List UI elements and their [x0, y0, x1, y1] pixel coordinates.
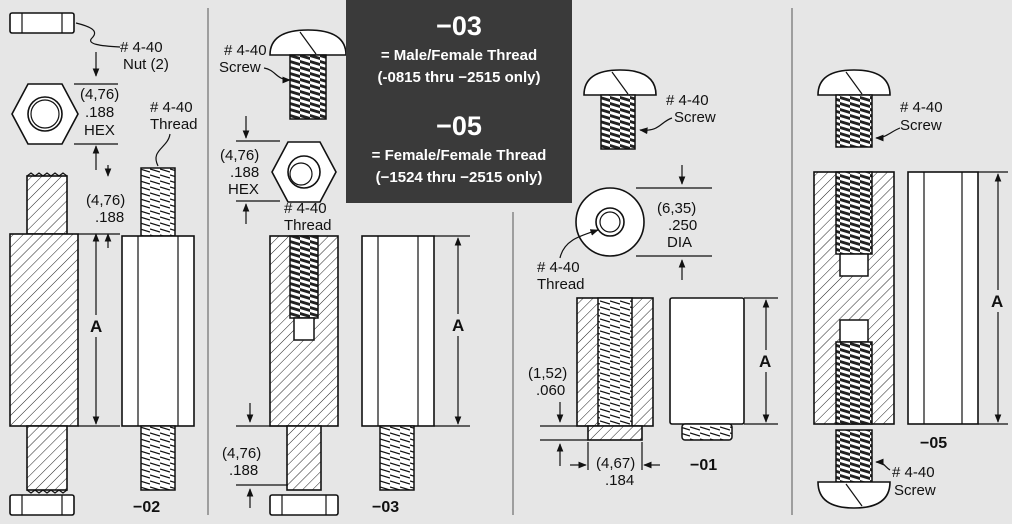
- standoff-03-stud: [286, 425, 322, 491]
- hex-03-thread-num: # 4-40: [284, 200, 327, 217]
- nut-thread-label: # 4-40: [120, 39, 163, 56]
- hex-03-in: .188: [230, 164, 259, 181]
- stud-03-mm: (4,76): [222, 445, 261, 462]
- standoff-03-side-thread: [379, 425, 415, 491]
- standoff-02-thread-top: [140, 167, 176, 237]
- standoff-03-side-body: [361, 235, 435, 427]
- dimension-a-label: A: [90, 317, 102, 336]
- hex-label: HEX: [84, 122, 115, 139]
- screw-05-bottom-thread: [835, 429, 873, 483]
- callout-desc-03: = Male/Female Thread: [381, 47, 537, 64]
- variant-05-label: −05: [920, 435, 947, 452]
- thread-label-text: Thread: [150, 116, 198, 133]
- thread-01-text: Thread: [537, 276, 585, 293]
- thread-01-number: # 4-40: [537, 259, 580, 276]
- stud-03-in: .188: [229, 462, 258, 479]
- standoff-02-thread-bottom: [140, 425, 176, 491]
- standoff-02-stud-bottom: [26, 425, 68, 491]
- bore-mm: (4,67): [596, 455, 635, 472]
- hex-mm-label: (4,76): [80, 86, 119, 103]
- nut-leader: [75, 22, 121, 48]
- dia-mm: (6,35): [657, 200, 696, 217]
- standoff-01-side-body: [669, 297, 745, 425]
- standoff-02-stud-top: [26, 175, 68, 235]
- screw-03-label: Screw: [219, 59, 261, 76]
- standoff-05-top-bore: [835, 171, 873, 255]
- standoff-02-body: [9, 233, 79, 427]
- standoff-02-side-body: [121, 235, 195, 427]
- variant-02-label: −02: [133, 499, 160, 516]
- screw-03-thread: [289, 54, 327, 120]
- standoff-01-collar: [587, 425, 643, 441]
- nut-top: [9, 12, 75, 34]
- standoff-05-side-body: [907, 171, 979, 425]
- dimension-a-label-03: A: [452, 316, 464, 335]
- variant-01-label: −01: [690, 457, 717, 474]
- dimension-a-label-01: A: [759, 352, 771, 371]
- standoff-03-tapped-hole: [289, 235, 319, 319]
- hex-in-label: .188: [85, 104, 114, 121]
- hex-03-thread-text: Thread: [284, 217, 332, 234]
- callout-range-03: (-0815 thru −2515 only): [378, 69, 541, 86]
- nut-count-label: Nut (2): [123, 56, 169, 73]
- callout-title-03: −03: [436, 11, 482, 41]
- nut-bottom: [9, 494, 75, 516]
- variant-03-label: −03: [372, 499, 399, 516]
- variant-05-group: # 4-40 Screw # 4-40 Screw A −05: [813, 69, 1008, 509]
- hex-03-bottom: [269, 494, 339, 516]
- screw-05-top-label: Screw: [900, 117, 942, 134]
- standoff-01-knurl: [681, 423, 733, 441]
- variant-02-group: # 4-40 Nut (2) (4,76) .188 HEX # 4-40 Th…: [9, 12, 198, 516]
- bore-in: .184: [605, 472, 634, 489]
- hex-03-mm: (4,76): [220, 147, 259, 164]
- variant-03-group: # 4-40 Screw (4,76) .188 HEX # 4-40 Thre…: [219, 29, 470, 516]
- screw-05-bottom-number: # 4-40: [892, 464, 935, 481]
- standoff-01-bore: [597, 297, 633, 427]
- hex-03-hex: HEX: [228, 181, 259, 198]
- screw-01-label: Screw: [674, 109, 716, 126]
- screw-05-top-thread: [835, 94, 873, 148]
- thread-label-number: # 4-40: [150, 99, 193, 116]
- collar-mm: (1,52): [528, 365, 567, 382]
- standoff-05-bottom-bore: [835, 341, 873, 425]
- callout-desc-05: = Female/Female Thread: [372, 147, 547, 164]
- thread-leader: [155, 133, 171, 167]
- variant-01-group: # 4-40 Screw (6,35) .250 DIA # 4-40 Thre…: [528, 69, 778, 489]
- screw-05-bottom-label: Screw: [894, 482, 936, 499]
- collar-in: .060: [536, 382, 565, 399]
- callout-title-05: −05: [436, 111, 482, 141]
- screw-01-thread: [600, 94, 636, 150]
- stud-mm-label: (4,76): [86, 192, 125, 209]
- screw-01-number: # 4-40: [666, 92, 709, 109]
- callout-range-05: (−1524 thru −2515 only): [376, 169, 543, 186]
- thread-options-callout: −03 = Male/Female Thread (-0815 thru −25…: [346, 0, 572, 203]
- dimension-a-label-05: A: [991, 292, 1003, 311]
- stud-in-label: .188: [95, 209, 124, 226]
- dia-in: .250: [668, 217, 697, 234]
- dia-label: DIA: [667, 234, 692, 251]
- screw-05-top-number: # 4-40: [900, 99, 943, 116]
- screw-03-number: # 4-40: [224, 42, 267, 59]
